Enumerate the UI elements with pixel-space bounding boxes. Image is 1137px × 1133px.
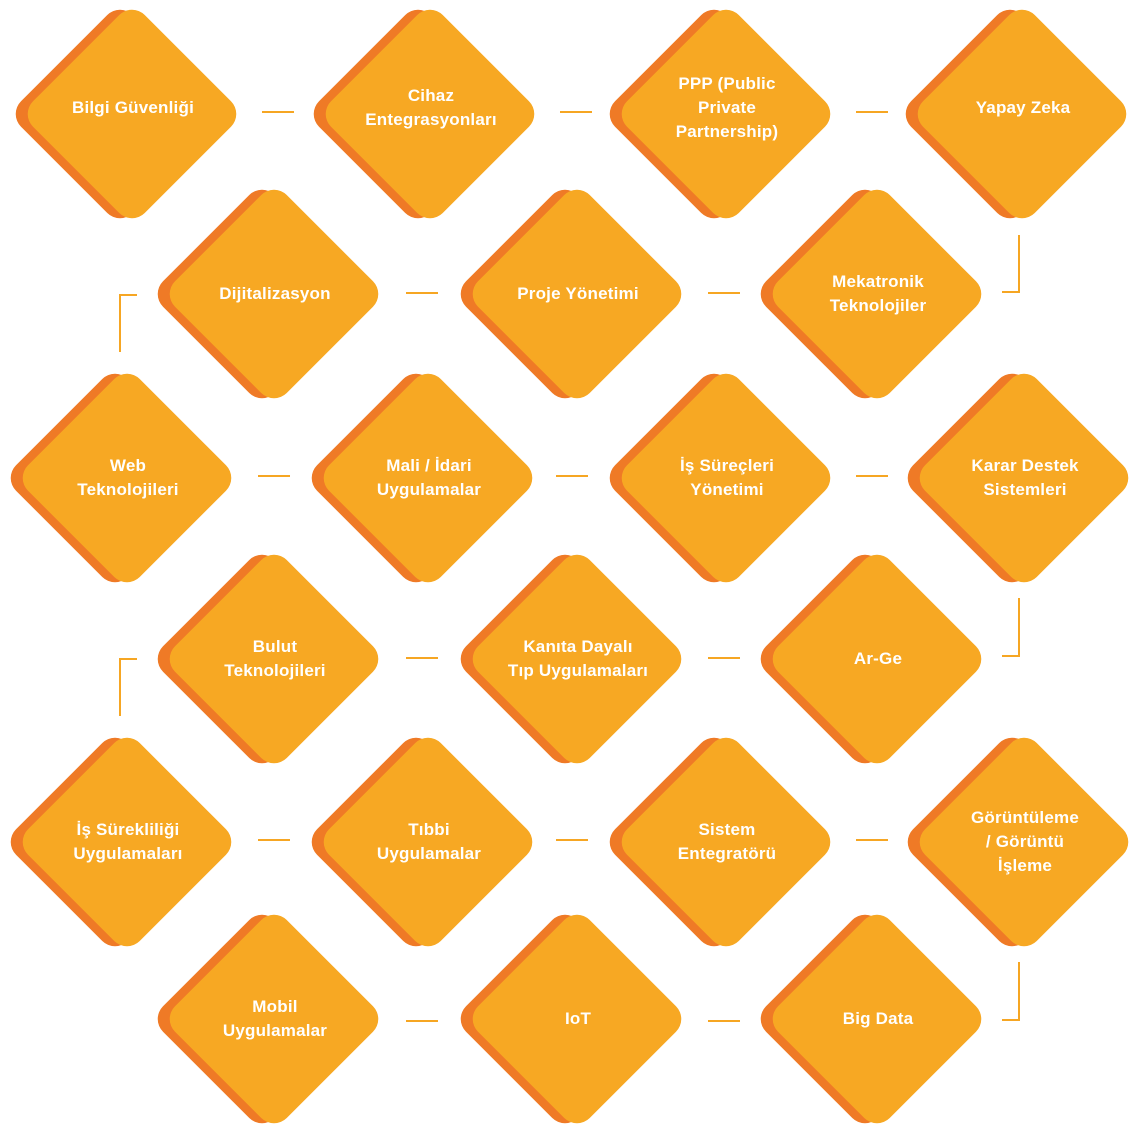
connector-line [708, 1020, 740, 1022]
topic-label: Cihaz Entegrasyonları [365, 86, 497, 129]
connector-line [406, 1020, 438, 1022]
topic-tile[interactable]: IoT [453, 905, 693, 1133]
connector-line [708, 292, 740, 294]
topic-label: Mobil Uygulamalar [222, 997, 328, 1040]
connector-line [119, 294, 137, 296]
topic-label: Sistem Entegratörü [677, 820, 777, 863]
topic-tile[interactable]: Cihaz Entegrasyonları [306, 0, 546, 228]
connector-line [856, 475, 888, 477]
connector-line [556, 475, 588, 477]
topic-tile[interactable]: Dijitalizasyon [150, 180, 390, 408]
topic-label: IoT [564, 1009, 592, 1028]
topic-label: İş Süreçleri Yönetimi [679, 456, 775, 499]
connector-line [1018, 235, 1020, 293]
topic-label: Big Data [842, 1009, 914, 1028]
topic-tile[interactable]: Görüntüleme / Görüntü İşleme [900, 728, 1137, 956]
connector-line [258, 475, 290, 477]
topic-tile[interactable]: Karar Destek Sistemleri [900, 364, 1137, 592]
topic-tile[interactable]: PPP (Public Private Partnership) [602, 0, 842, 228]
connector-line [1002, 1019, 1020, 1021]
connector-line [856, 839, 888, 841]
topic-label: Proje Yönetimi [517, 284, 639, 303]
topic-label: Dijitalizasyon [219, 284, 331, 303]
topic-label: İş Sürekliliği Uygulamaları [73, 820, 183, 863]
connector-line [262, 111, 294, 113]
connector-line [1018, 598, 1020, 656]
topic-tile[interactable]: Web Teknolojileri [3, 364, 243, 592]
connector-line [560, 111, 592, 113]
connector-line [708, 657, 740, 659]
connector-line [406, 292, 438, 294]
topic-label: Karar Destek Sistemleri [971, 456, 1079, 499]
topic-tile[interactable]: İş Süreçleri Yönetimi [602, 364, 842, 592]
topic-label: Yapay Zeka [975, 98, 1071, 117]
connector-line [856, 111, 888, 113]
topic-tile[interactable]: Big Data [753, 905, 993, 1133]
topic-tile[interactable]: Mekatronik Teknolojiler [753, 180, 993, 408]
topic-tile[interactable]: Yapay Zeka [898, 0, 1137, 228]
topic-label: Web Teknolojileri [77, 456, 179, 499]
topic-label: Görüntüleme / Görüntü İşleme [971, 808, 1079, 875]
connector-line [119, 658, 137, 660]
connector-line [1018, 962, 1020, 1020]
topic-label: Kanıta Dayalı Tıp Uygulamaları [507, 637, 649, 680]
topic-tile[interactable]: Sistem Entegratörü [602, 728, 842, 956]
topic-label: PPP (Public Private Partnership) [675, 74, 779, 141]
topic-label: Mali / İdari Uygulamalar [376, 456, 482, 499]
topic-label: Bilgi Güvenliği [71, 98, 194, 117]
topic-tile[interactable]: Kanıta Dayalı Tıp Uygulamaları [453, 545, 693, 773]
topic-label: Tıbbi Uygulamalar [376, 820, 482, 863]
topic-tile[interactable]: İş Sürekliliği Uygulamaları [3, 728, 243, 956]
connector-line [119, 294, 121, 352]
topic-label: Ar-Ge [853, 649, 903, 668]
topic-label: Bulut Teknolojileri [224, 637, 326, 680]
connector-line [406, 657, 438, 659]
connector-line [556, 839, 588, 841]
topic-tile[interactable]: Proje Yönetimi [453, 180, 693, 408]
topic-label: Mekatronik Teknolojiler [829, 272, 927, 315]
connector-line [258, 839, 290, 841]
topic-tile[interactable]: Bulut Teknolojileri [150, 545, 390, 773]
topic-tile[interactable]: Mobil Uygulamalar [150, 905, 390, 1133]
connector-line [119, 658, 121, 716]
topic-tile[interactable]: Ar-Ge [753, 545, 993, 773]
topic-tile[interactable]: Tıbbi Uygulamalar [304, 728, 544, 956]
connector-line [1002, 655, 1020, 657]
topic-tile[interactable]: Mali / İdari Uygulamalar [304, 364, 544, 592]
connector-line [1002, 291, 1020, 293]
topic-tile[interactable]: Bilgi Güvenliği [8, 0, 248, 228]
